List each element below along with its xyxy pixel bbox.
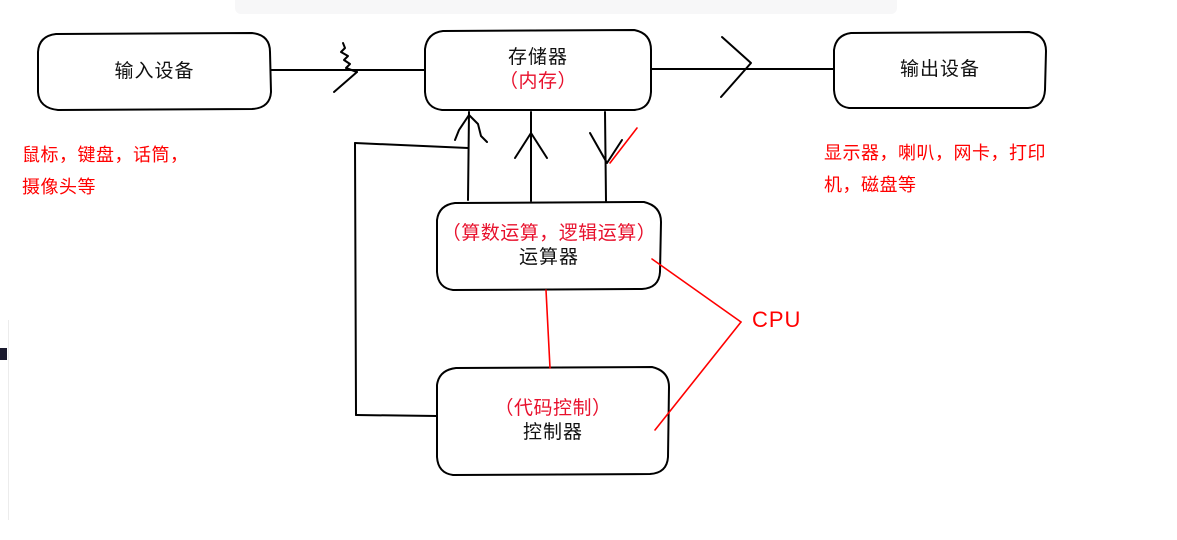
node-memory-label: 存储器 bbox=[507, 47, 568, 69]
node-input-device[interactable]: 输入设备 bbox=[38, 33, 271, 110]
node-alu[interactable]: （算数运算，逻辑运算） 运算器 bbox=[437, 202, 661, 290]
top-chrome-band bbox=[235, 0, 897, 14]
node-memory[interactable]: 存储器 （内存） bbox=[425, 30, 651, 110]
node-input-device-label: 输入设备 bbox=[114, 60, 195, 82]
node-alu-label: 运算器 bbox=[518, 247, 579, 268]
node-controller[interactable]: （代码控制） 控制器 bbox=[437, 367, 669, 475]
left-edge-marker bbox=[0, 348, 7, 360]
node-memory-sublabel: （内存） bbox=[498, 71, 577, 92]
node-alu-sublabel: （算数运算，逻辑运算） bbox=[441, 223, 657, 245]
node-controller-sublabel: （代码控制） bbox=[494, 398, 612, 420]
cpu-label: CPU bbox=[752, 307, 802, 332]
left-edge-rule bbox=[8, 320, 9, 520]
node-output-device[interactable]: 输出设备 bbox=[834, 32, 1046, 108]
node-output-device-label: 输出设备 bbox=[899, 59, 980, 81]
note-input-examples: 鼠标，键盘，话筒， 摄像头等 bbox=[22, 145, 189, 197]
node-controller-label: 控制器 bbox=[522, 422, 583, 443]
note-output-examples: 显示器，喇叭，网卡，打印 机，磁盘等 bbox=[824, 143, 1046, 195]
